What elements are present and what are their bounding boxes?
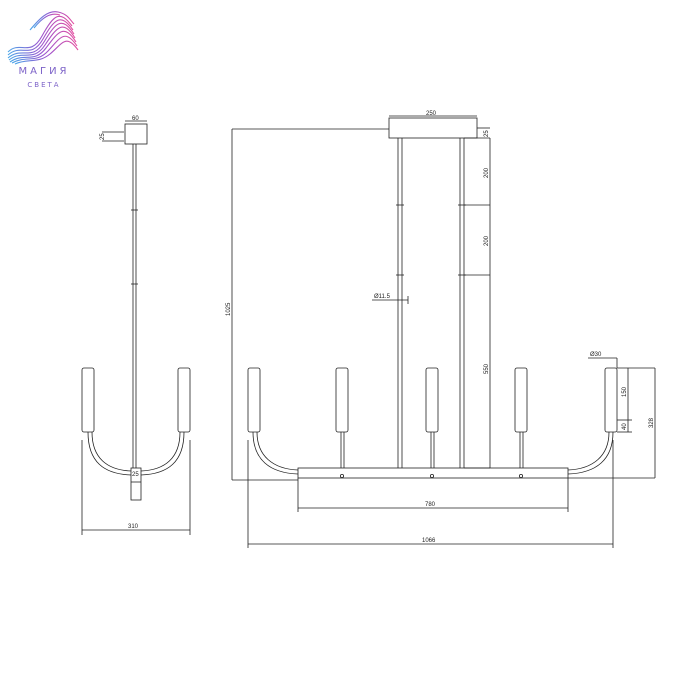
- front-canopy-height-label: 25: [484, 130, 490, 137]
- side-canopy-width-label: 60: [132, 116, 139, 122]
- front-shade-2: [335, 367, 349, 433]
- front-canopy-width-label: 250: [426, 111, 437, 117]
- side-arm-left: [87, 431, 132, 476]
- front-bar: [297, 467, 569, 479]
- side-view: [81, 120, 191, 535]
- front-overall-height-label: 1025: [226, 302, 232, 316]
- brand-name-line2: СВЕТА: [27, 81, 61, 89]
- side-overall-width-label: 310: [128, 524, 139, 530]
- side-canopy: [124, 123, 148, 145]
- front-bar-length-label: 780: [425, 502, 436, 508]
- front-arm-right: [567, 431, 614, 475]
- side-end-cap-label: 25: [132, 472, 139, 478]
- brand-name-line1: МАГИЯ: [18, 66, 70, 77]
- front-shade-length-label: 150: [622, 386, 628, 397]
- side-shade-right: [177, 367, 191, 433]
- front-view: [231, 115, 656, 548]
- side-canopy-height-label: 25: [100, 133, 106, 140]
- side-shade-left: [81, 367, 95, 433]
- side-hub: [130, 467, 142, 501]
- front-shade-1: [247, 367, 261, 433]
- front-arm-left: [252, 431, 299, 475]
- brand-logo: МАГИЯ СВЕТА: [0, 0, 90, 100]
- front-segment-middle-label: 200: [484, 235, 490, 246]
- front-rod-diameter-label: Ø11.5: [374, 294, 391, 300]
- wave-logo-icon: [7, 11, 79, 65]
- front-arm-height-label: 328: [649, 417, 655, 428]
- front-segment-top-label: 200: [484, 167, 490, 178]
- front-canopy: [388, 117, 478, 139]
- side-arm-right: [140, 431, 185, 476]
- front-shade-4: [514, 367, 528, 433]
- front-shade-diameter-label: Ø30: [590, 352, 602, 358]
- front-overall-width-label: 1066: [422, 538, 436, 544]
- front-shade-5: [604, 367, 618, 433]
- front-shade-3: [425, 367, 439, 433]
- front-shade-base-label: 40: [622, 423, 628, 430]
- front-segment-bottom-label: 550: [484, 363, 490, 374]
